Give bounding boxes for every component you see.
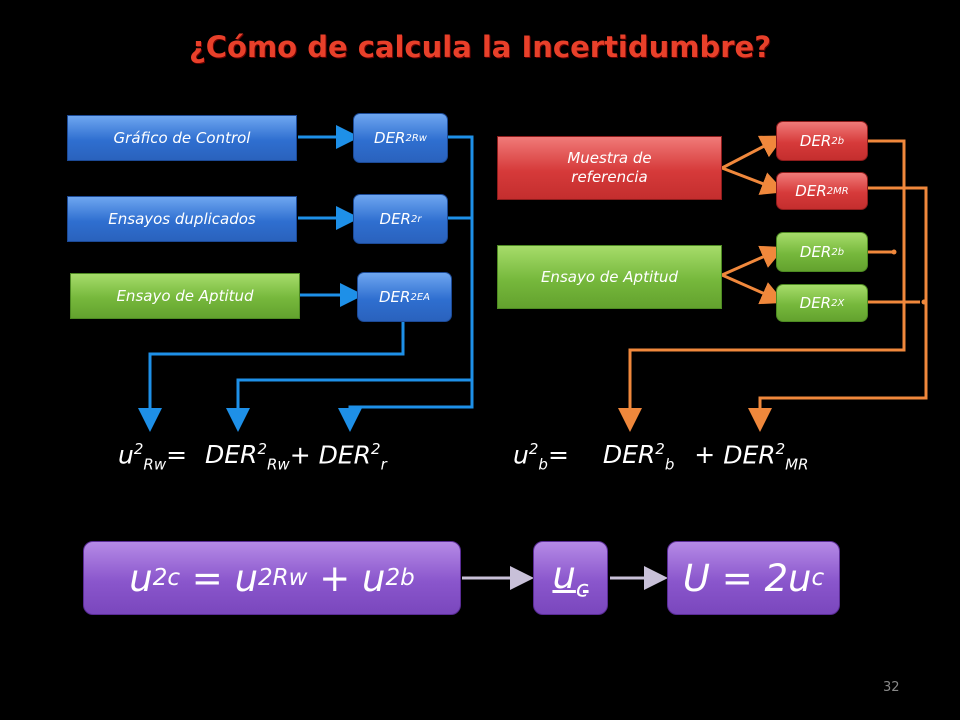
source-ensayo-aptitud-right: Ensayo de Aptitud	[497, 245, 722, 309]
source-ensayos-duplicados: Ensayos duplicados	[67, 196, 297, 242]
source-muestra-referencia: Muestra de referencia	[497, 136, 722, 200]
slide-title: ¿Cómo de calcula la Incertidumbre?	[188, 30, 772, 64]
source-ensayo-aptitud-left: Ensayo de Aptitud	[70, 273, 300, 319]
equation-u-b: u2b= DER2b + DER2MR	[513, 440, 809, 474]
page-number: 32	[883, 680, 900, 695]
source-grafico-control: Gráfico de Control	[67, 115, 297, 161]
uc-box: uc	[533, 541, 608, 615]
equation-u-rw: u2Rw= DER2Rw+ DER2r	[118, 440, 387, 474]
